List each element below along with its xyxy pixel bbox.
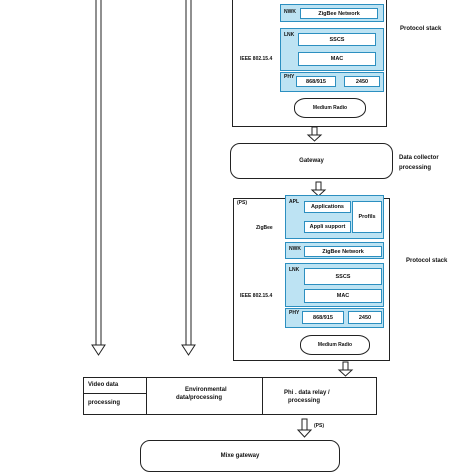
- gateway-box: Gateway: [230, 143, 393, 179]
- bottom-profils-text: Profils: [358, 214, 376, 220]
- environmental-line2: data/processing: [176, 395, 223, 401]
- bottom-profils-box: Profils: [352, 201, 382, 233]
- bottom-band1-text: 868/915: [313, 314, 333, 321]
- bottom-zigbee-network-box: ZigBee Network: [304, 246, 382, 257]
- top-sscs-box: SSCS: [298, 33, 376, 46]
- arrow-gateway-to-stack: [310, 181, 327, 197]
- top-band1-box: 868/915: [296, 76, 336, 87]
- bottom-appli-support-text: Appli support: [309, 224, 346, 230]
- gateway-text: Gateway: [299, 158, 324, 164]
- bottom-appli-support-box: Appli support: [304, 221, 351, 233]
- top-lnk-label: LNK: [284, 32, 295, 38]
- top-zigbee-network-box: ZigBee Network: [300, 8, 378, 19]
- bottom-band1-box: 868/915: [302, 311, 344, 324]
- mixe-gateway-text: Mixe gateway: [220, 453, 260, 459]
- arrow-stack-to-processing: [337, 361, 354, 377]
- env-phi-divider: [262, 377, 263, 415]
- top-protocol-stack-label: Protocol stack: [400, 26, 442, 32]
- arrow-processing-to-gateway: [296, 418, 313, 438]
- top-mac-box: MAC: [298, 52, 376, 66]
- bottom-medium-radio-cloud: Medium Radio: [300, 335, 370, 355]
- mixe-gateway-box: Mixe gateway: [140, 440, 340, 472]
- bottom-applications-box: Applications: [304, 201, 351, 213]
- phi-relay-line1: Phi . data relay /: [284, 390, 330, 396]
- top-ieee-label: IEEE 802.15.4: [240, 56, 273, 62]
- bottom-sscs-box: SSCS: [304, 268, 382, 285]
- bottom-apl-label: APL: [289, 199, 299, 205]
- environmental-line1: Environmental: [185, 387, 227, 393]
- top-band2-text: 2450: [355, 78, 369, 85]
- bottom-lnk-label: LNK: [289, 267, 300, 273]
- processing-row: [83, 377, 377, 415]
- left-arrow-2: [181, 0, 196, 356]
- top-mac-text: MAC: [330, 56, 344, 62]
- ps-arrow-label: (PS): [314, 423, 324, 429]
- bottom-mac-box: MAC: [304, 289, 382, 303]
- gateway-note-line1: Data collector: [399, 155, 439, 161]
- bottom-zigbee-network-text: ZigBee Network: [322, 248, 364, 255]
- bottom-nwk-label: NWK: [289, 246, 301, 252]
- video-cell-divider: [84, 393, 146, 394]
- top-medium-radio-cloud: Medium Radio: [294, 98, 366, 118]
- arrow-stack-to-gateway: [306, 126, 323, 142]
- top-band2-box: 2450: [344, 76, 380, 87]
- gateway-note-line2: processing: [399, 165, 432, 171]
- bottom-phy-label: PHY: [289, 310, 300, 316]
- bottom-protocol-stack-label: Protocol stack: [406, 258, 448, 264]
- bottom-band2-text: 2450: [358, 314, 372, 321]
- bottom-mac-text: MAC: [336, 293, 350, 299]
- bottom-ps-label: (PS): [237, 200, 247, 206]
- bottom-ieee-label: IEEE 802.15.4: [240, 293, 273, 299]
- phi-relay-line2: processing: [288, 398, 321, 404]
- video-data-line1: Video data: [88, 382, 119, 388]
- bottom-medium-radio-text: Medium Radio: [317, 342, 353, 348]
- top-band1-text: 868/915: [306, 78, 326, 85]
- top-zigbee-network-text: ZigBee Network: [318, 10, 360, 17]
- left-arrow-1: [91, 0, 106, 356]
- top-sscs-text: SSCS: [329, 36, 345, 43]
- video-env-divider: [146, 377, 147, 415]
- bottom-applications-text: Applications: [310, 204, 344, 210]
- bottom-sscs-text: SSCS: [335, 273, 351, 280]
- top-medium-radio-text: Medium Radio: [312, 105, 348, 111]
- top-nwk-label: NWK: [284, 9, 296, 15]
- bottom-zigbee-label: ZigBee: [256, 225, 273, 231]
- video-data-line2: processing: [88, 400, 121, 406]
- top-phy-label: PHY: [284, 74, 295, 80]
- bottom-band2-box: 2450: [348, 311, 382, 324]
